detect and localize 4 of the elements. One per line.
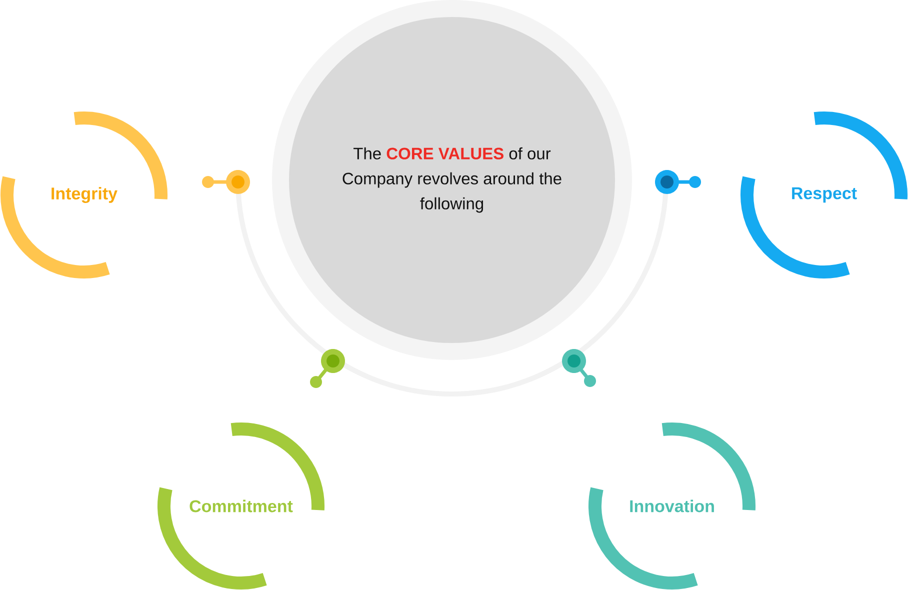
value-ring: Integrity xyxy=(0,112,168,278)
value-ring: Commitment xyxy=(158,422,324,590)
value-ring: Innovation xyxy=(588,422,756,590)
value-ring: Respect xyxy=(740,112,908,278)
